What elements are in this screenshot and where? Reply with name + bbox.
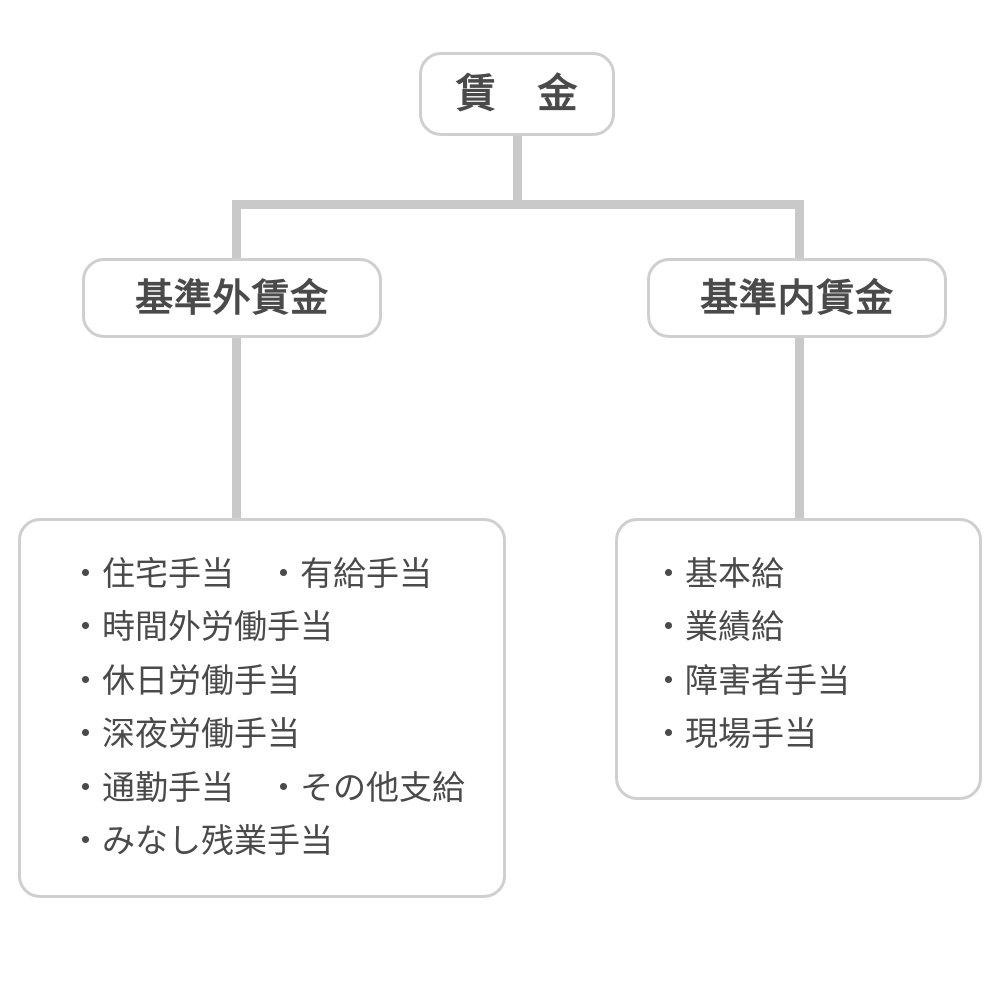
list-item: ・みなし残業手当 xyxy=(69,821,333,861)
connector-horizontal-bar xyxy=(232,200,804,209)
list-item: ・現場手当 xyxy=(652,714,817,754)
connector-outside-to-detail xyxy=(232,332,241,522)
list-item: ・通勤手当 ・その他支給 xyxy=(69,767,465,807)
list-item: ・障害者手当 xyxy=(652,660,850,700)
list-item: ・時間外労働手当 xyxy=(69,607,333,647)
detail-list-non-standard-wage: ・住宅手当 ・有給手当 ・時間外労働手当 ・休日労働手当 ・深夜労働手当 ・通勤… xyxy=(21,547,503,868)
node-root-label: 賃 金 xyxy=(455,71,579,117)
list-item: ・住宅手当 ・有給手当 xyxy=(69,554,432,593)
node-root-wage[interactable]: 賃 金 xyxy=(419,52,615,136)
list-item: ・基本給 xyxy=(652,554,784,593)
connector-branch-right-vertical xyxy=(795,200,804,262)
list-item: ・深夜労働手当 xyxy=(69,714,300,754)
detail-box-non-standard-wage[interactable]: ・住宅手当 ・有給手当 ・時間外労働手当 ・休日労働手当 ・深夜労働手当 ・通勤… xyxy=(18,518,506,898)
detail-list-standard-wage: ・基本給 ・業績給 ・障害者手当 ・現場手当 xyxy=(618,547,979,761)
node-non-standard-wage-label: 基準外賃金 xyxy=(135,276,329,320)
list-item: ・業績給 xyxy=(652,607,784,647)
connector-inside-to-detail xyxy=(795,332,804,522)
connector-branch-left-vertical xyxy=(232,200,241,262)
connector-root-stem xyxy=(513,134,522,204)
detail-box-standard-wage[interactable]: ・基本給 ・業績給 ・障害者手当 ・現場手当 xyxy=(615,518,982,800)
node-non-standard-wage[interactable]: 基準外賃金 xyxy=(82,258,382,338)
list-item: ・休日労働手当 xyxy=(69,660,300,700)
node-standard-wage-label: 基準内賃金 xyxy=(700,276,894,320)
node-standard-wage[interactable]: 基準内賃金 xyxy=(647,258,947,338)
